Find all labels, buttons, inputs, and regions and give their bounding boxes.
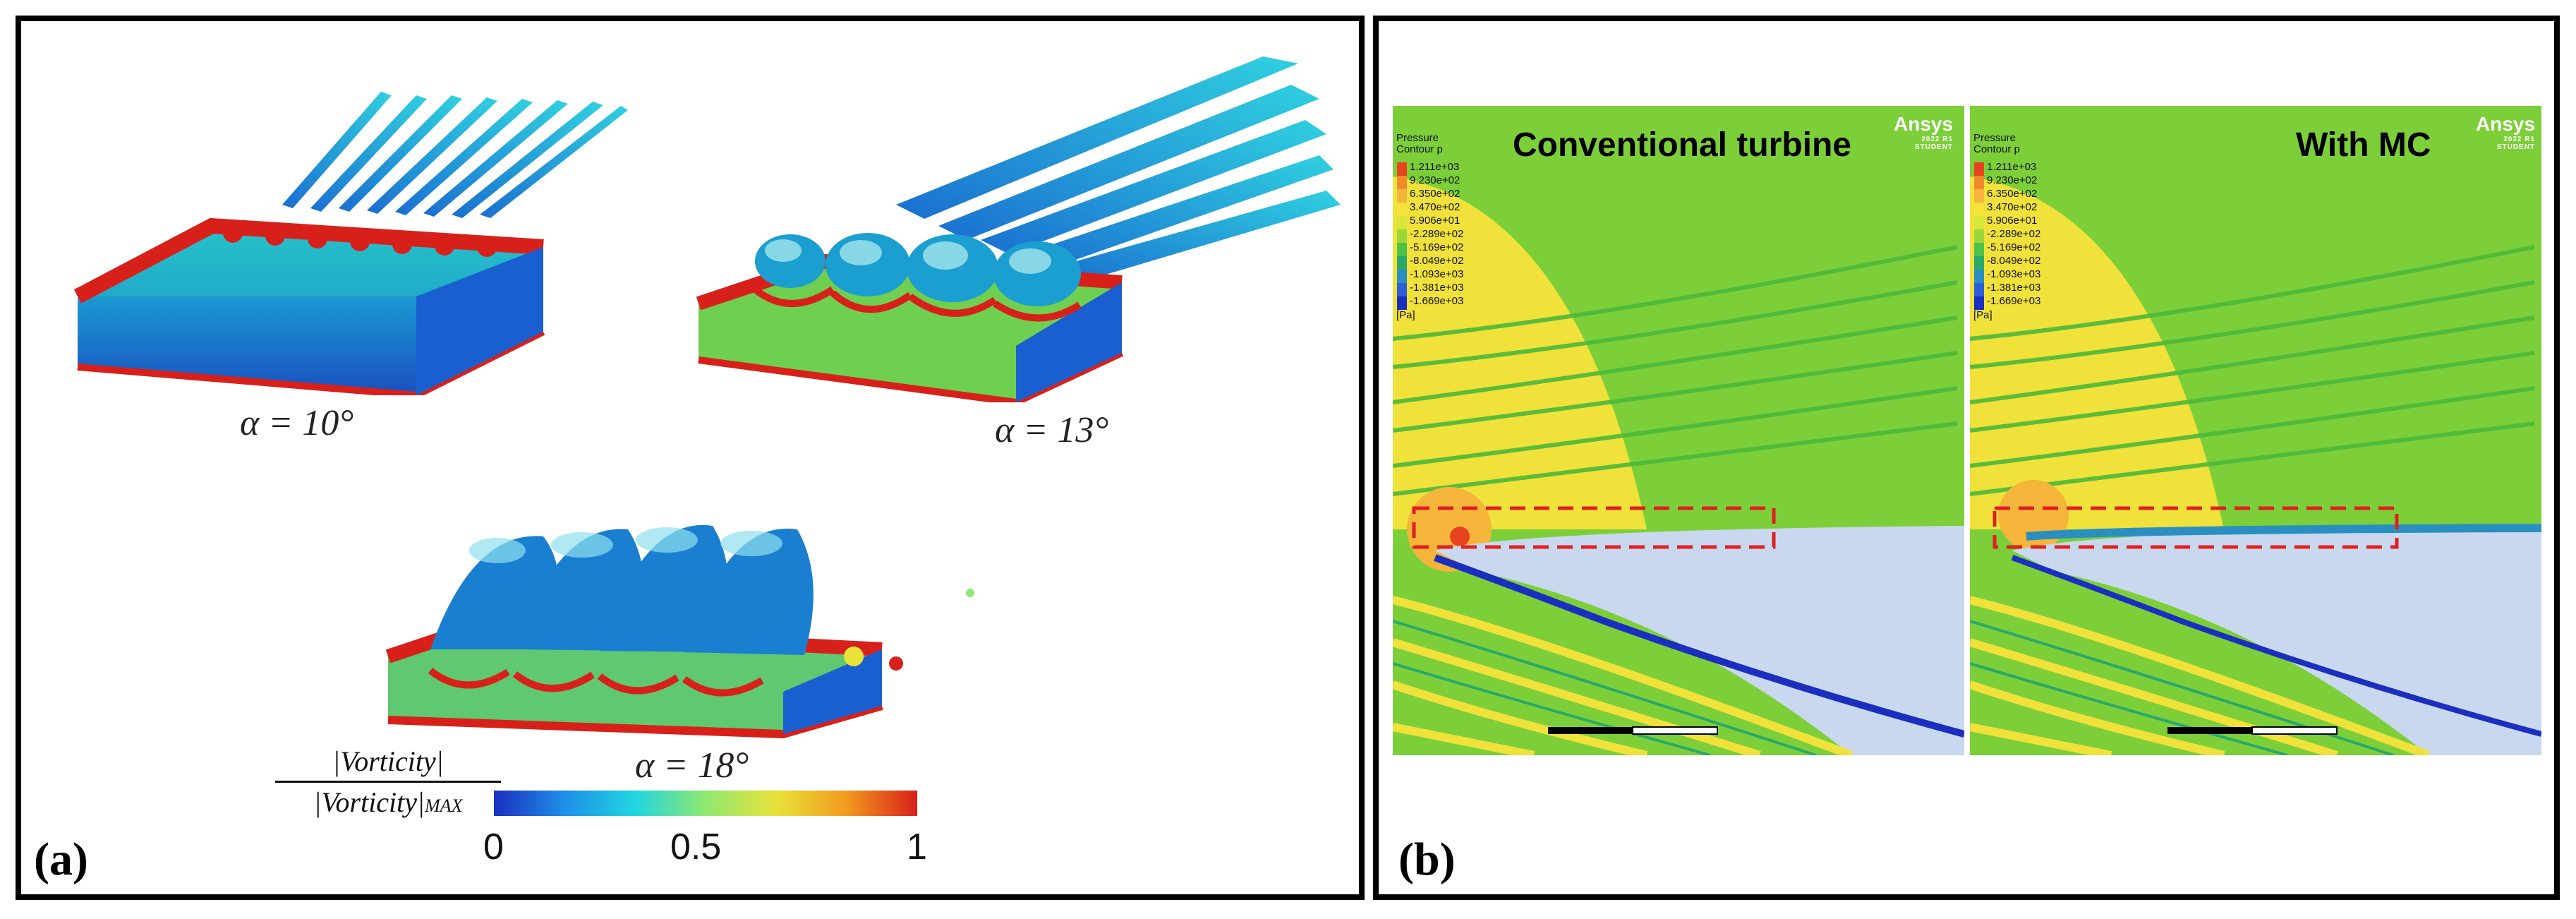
legend-title-line1: Pressure xyxy=(1973,132,2016,144)
legend-unit-right: [Pa] xyxy=(1973,309,1993,321)
legend-value: -8.049e+02 xyxy=(1987,255,2041,267)
legend-swatch xyxy=(1397,189,1407,203)
legend-swatch xyxy=(1397,162,1407,176)
colorbar-label: |Vorticity| |Vorticity|MAX xyxy=(275,745,501,819)
legend-value: -5.169e+02 xyxy=(1987,241,2041,253)
legend-value: 6.350e+02 xyxy=(1410,188,1461,200)
legend-swatch xyxy=(1974,243,1984,256)
legend-swatch xyxy=(1397,176,1407,189)
legend-swatch xyxy=(1397,270,1407,283)
legend-value: -1.669e+03 xyxy=(1410,295,1464,307)
legend-value: -1.093e+03 xyxy=(1410,268,1464,280)
ansys-edition: STUDENT xyxy=(2496,143,2536,151)
vorticity-render-alpha-18 xyxy=(385,524,974,739)
colorbar-tick-mid: 0.5 xyxy=(670,827,722,867)
vorticity-render-alpha-13 xyxy=(696,56,1341,402)
legend-swatch xyxy=(1974,296,1984,310)
pressure-contour-field xyxy=(1970,106,2541,755)
ansys-edition: STUDENT xyxy=(1914,143,1954,151)
legend-value: 3.470e+02 xyxy=(1987,201,2038,213)
legend-title-line2: Contour p xyxy=(1973,143,2020,155)
legend-swatch xyxy=(1974,270,1984,283)
colorbar-tick-0: 0 xyxy=(483,827,504,867)
contour-plot-with-mc xyxy=(1970,106,2541,755)
legend-value: -2.289e+02 xyxy=(1987,228,2041,240)
legend-value: -8.049e+02 xyxy=(1410,255,1464,267)
legend-swatch xyxy=(1974,203,1984,216)
ansys-logo-text: Ansys xyxy=(2476,113,2536,135)
legend-value: 5.906e+01 xyxy=(1987,215,2038,227)
legend-value: 1.211e+03 xyxy=(1987,161,2037,173)
legend-value: 9.230e+02 xyxy=(1410,174,1461,186)
contour-plot-conventional xyxy=(1393,106,1964,755)
colorbar-tick-1: 1 xyxy=(907,827,927,867)
legend-value: -5.169e+02 xyxy=(1410,241,1464,253)
legend-swatch xyxy=(1974,176,1984,189)
legend-unit-left: [Pa] xyxy=(1396,309,1415,321)
plot-title-with-mc: With MC xyxy=(2296,126,2431,164)
legend-swatch xyxy=(1974,162,1984,176)
legend-value: -1.669e+03 xyxy=(1987,295,2041,307)
plot-title-conventional: Conventional turbine xyxy=(1513,126,1851,164)
alpha-label-10: α = 10° xyxy=(240,403,354,443)
legend-swatch xyxy=(1974,216,1984,229)
panel-a-tag: (a) xyxy=(34,834,88,885)
legend-value: -2.289e+02 xyxy=(1410,228,1464,240)
legend-swatch xyxy=(1397,243,1407,256)
legend-value: 3.470e+02 xyxy=(1410,201,1461,213)
legend-swatch xyxy=(1397,256,1407,270)
colorbar-label-denominator: |Vorticity| xyxy=(313,786,425,818)
pressure-contour-field xyxy=(1393,106,1964,755)
legend-value: 9.230e+02 xyxy=(1987,174,2038,186)
ansys-logo-text: Ansys xyxy=(1894,113,1954,135)
alpha-label-18: α = 18° xyxy=(635,745,749,786)
legend-value: 5.906e+01 xyxy=(1410,215,1461,227)
colorbar-label-numerator: |Vorticity| xyxy=(332,745,444,777)
vorticity-colorbar xyxy=(494,791,917,816)
legend-swatch xyxy=(1397,229,1407,243)
legend-title-line2: Contour p xyxy=(1396,143,1443,155)
legend-swatch xyxy=(1397,216,1407,229)
panel-b-tag: (b) xyxy=(1398,834,1456,885)
panel-a: α = 10° α = 13° xyxy=(16,16,1365,900)
legend-value: -1.093e+03 xyxy=(1987,268,2041,280)
legend-swatch xyxy=(1974,256,1984,270)
legend-swatch xyxy=(1974,229,1984,243)
ansys-version: 2022 R1 xyxy=(2503,136,2536,143)
legend-swatch xyxy=(1397,203,1407,216)
legend-value: -1.381e+03 xyxy=(1987,282,2041,294)
legend-title-line1: Pressure xyxy=(1396,132,1439,144)
legend-swatch xyxy=(1974,283,1984,296)
legend-swatch xyxy=(1397,283,1407,296)
legend-value: -1.381e+03 xyxy=(1410,282,1464,294)
ansys-version: 2022 R1 xyxy=(1921,136,1954,143)
legend-swatch xyxy=(1974,189,1984,203)
legend-value: 1.211e+03 xyxy=(1410,161,1460,173)
colorbar-label-subscript: MAX xyxy=(425,795,463,816)
legend-value: 6.350e+02 xyxy=(1987,188,2038,200)
vorticity-render-alpha-10 xyxy=(73,92,628,395)
legend-swatch xyxy=(1397,296,1407,310)
alpha-label-13: α = 13° xyxy=(995,410,1109,450)
